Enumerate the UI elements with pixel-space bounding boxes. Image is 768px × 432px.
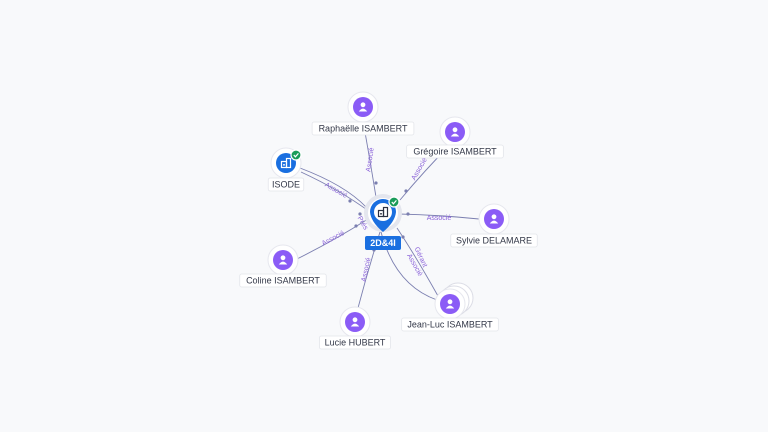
person-icon [278,255,288,265]
edge-label: Associé [427,215,452,222]
person-icon [450,127,460,137]
person-icon [489,214,499,224]
node-label: ISODE [272,180,300,190]
edge-arrow [401,235,405,239]
node-coline[interactable]: Coline ISAMBERT [239,244,327,288]
edge-label: Associé [361,257,373,283]
edge-line [299,167,367,208]
node-gregoire[interactable]: Grégoire ISAMBERT [406,116,504,159]
center-label-bg [365,236,401,250]
edge-line [296,218,369,260]
node-label: Jean-Luc ISAMBERT [407,320,493,330]
node-label-bg [401,317,499,332]
edge-sylvie-center: Associé [398,212,480,222]
edge-label: Associé [411,157,429,182]
node-label-bg [267,177,305,192]
edge-label: Associé [365,147,375,172]
node-label-bg [406,144,504,159]
node-label: Grégoire ISAMBERT [413,147,497,157]
person-icon [358,102,368,112]
edge-arrow [374,181,378,185]
node-lucie[interactable]: Lucie HUBERT [318,306,391,350]
edge-line [300,171,371,213]
node-label-bg [450,233,538,248]
node-label-bg [311,121,415,136]
edge-coline-center: Associé [296,218,369,260]
edge-isode-center: Associé [299,167,367,208]
node-label: Raphaëlle ISAMBERT [319,124,408,134]
center-label: 2D&4I [370,238,396,248]
node-label: Lucie HUBERT [325,338,386,348]
person-icon [445,299,455,309]
node-label-bg [239,273,327,288]
edge-arrow [404,189,408,193]
node-label-bg [318,335,391,350]
edge-line [396,227,439,297]
node-label: Sylvie DELAMARE [456,236,532,246]
edge-arrow [358,212,362,216]
building-icon [377,206,389,218]
edge-arrow [406,212,410,216]
center-node[interactable]: 2D&4I [364,194,402,250]
verified-check-icon [388,196,400,208]
node-sylvie[interactable]: Sylvie DELAMARE [450,203,538,248]
edge-arrow [348,199,352,203]
node-raphaelle[interactable]: Raphaëlle ISAMBERT [311,91,415,136]
node-label: Coline ISAMBERT [246,276,320,286]
building-icon [280,157,292,169]
node-jeanluc[interactable]: Jean-Luc ISAMBERT [401,282,499,332]
nodes-layer: Raphaëlle ISAMBERT Grégoire ISAMBERT ISODE… [239,91,538,350]
node-isode[interactable]: ISODE [267,147,305,192]
person-icon [350,317,360,327]
edge-label: Associé [321,230,346,248]
edge-center-isode: Prés [300,171,371,232]
edge-arrow [354,224,358,228]
verified-check-icon [290,149,302,161]
